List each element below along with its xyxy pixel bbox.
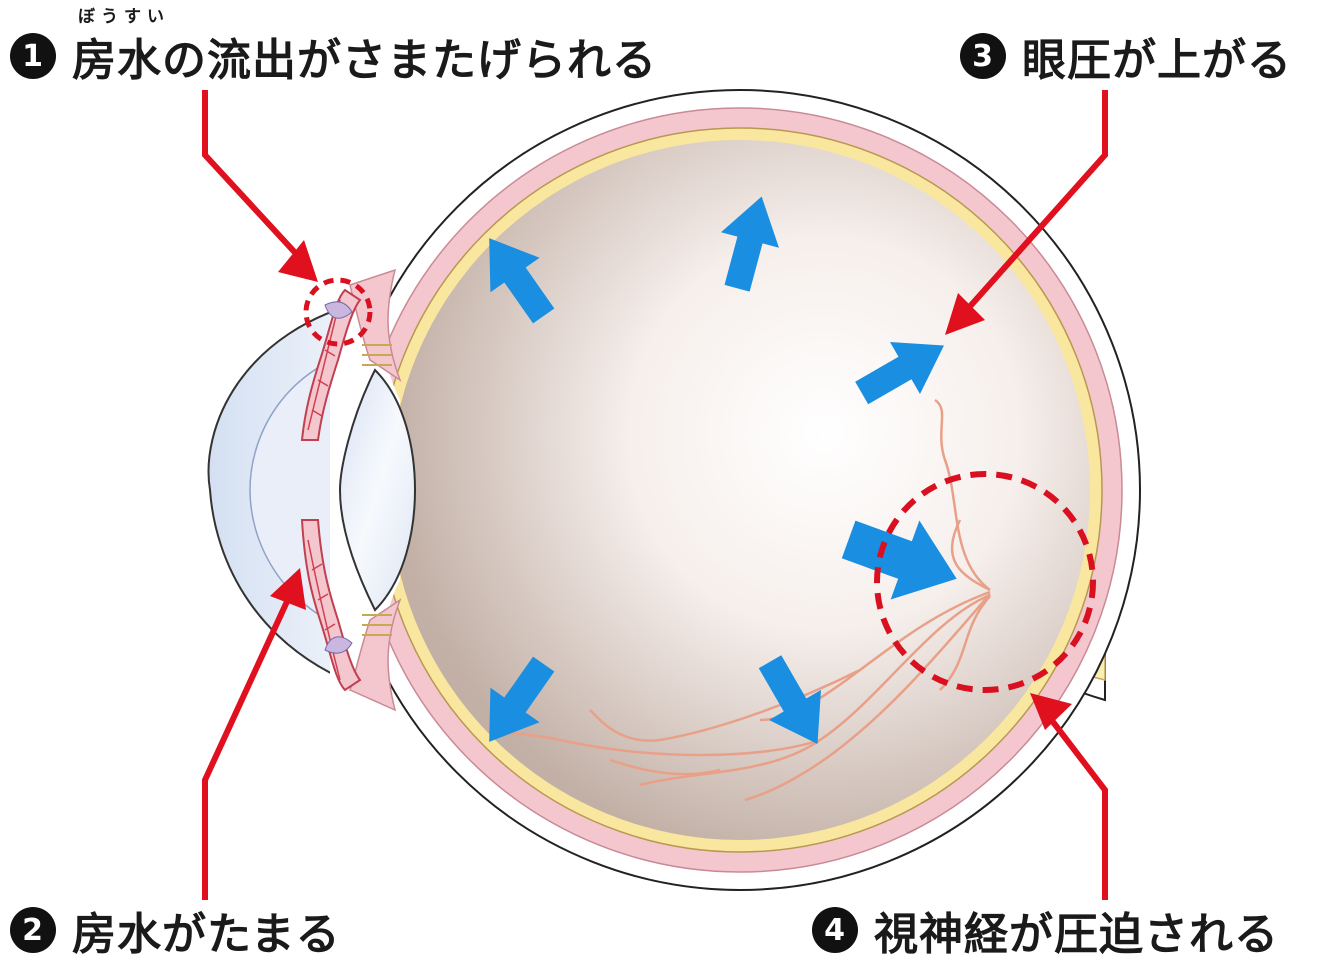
furigana: ぼうすい xyxy=(78,7,170,27)
label-step-3: 3 眼圧が上がる xyxy=(960,24,1292,88)
outward-pressure-arrow-icon xyxy=(758,655,821,744)
number-badge: 3 xyxy=(960,33,1006,79)
label-step-1: 1 房水の流出がさまたげられる xyxy=(10,24,657,88)
outward-pressure-arrow-icon xyxy=(841,520,957,600)
callout-arrowheads xyxy=(270,240,1072,730)
label-text: 房水の流出がさまたげられる xyxy=(72,35,657,86)
iris-top xyxy=(300,288,362,441)
zonule-fibers xyxy=(362,344,392,636)
outward-pressure-arrow-icon xyxy=(721,196,779,292)
red-callout-arrow-icon xyxy=(202,90,303,261)
label-text: 眼圧が上がる xyxy=(1022,35,1292,86)
outward-pressure-arrow-icon xyxy=(489,656,555,742)
label-text: 房水がたまる xyxy=(72,909,341,960)
trabecular-meshwork-top xyxy=(324,301,353,319)
pressure-arrows xyxy=(489,196,957,744)
lens xyxy=(338,368,417,612)
trabecular-meshwork-bottom xyxy=(324,636,353,654)
ciliary-body-top xyxy=(349,268,402,382)
dashed-circle-highlight-icon xyxy=(303,277,373,347)
red-callout-arrow-icon xyxy=(202,593,293,900)
ciliary-body-bottom xyxy=(349,598,402,712)
label-step-4: 4 視神経が圧迫される xyxy=(812,898,1279,962)
red-callout-arrow-icon xyxy=(1047,716,1108,900)
red-callout-arrow-icon xyxy=(962,90,1108,314)
outward-pressure-arrow-icon xyxy=(855,342,944,405)
outward-pressure-arrow-icon xyxy=(489,238,555,324)
callout-arrows xyxy=(202,90,1108,900)
number-badge: 1 xyxy=(10,33,56,79)
number-badge: 4 xyxy=(812,907,858,953)
dashed-circle-highlight-icon xyxy=(874,471,1096,693)
label-step-2: 2 房水がたまる xyxy=(10,898,341,962)
number-badge: 2 xyxy=(10,907,56,953)
label-text: 視神経が圧迫される xyxy=(874,909,1279,960)
